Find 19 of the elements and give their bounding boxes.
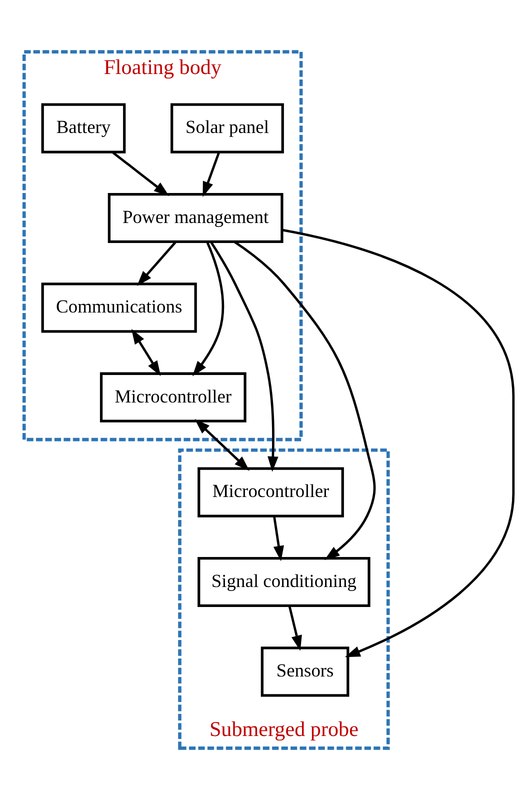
arrow: [282, 228, 515, 658]
arrow: [273, 516, 284, 562]
arrow: [192, 242, 224, 376]
arrow: [112, 152, 170, 196]
node-box: Sensors: [260, 646, 350, 697]
arrow: [234, 240, 376, 560]
node-box: Microcontroller: [100, 372, 246, 422]
arrow: [288, 606, 302, 651]
node-box: Battery: [41, 103, 126, 154]
node-box: Communications: [41, 282, 197, 333]
arrow: [136, 241, 176, 286]
arrow: [131, 328, 161, 376]
node-box: Power management: [108, 192, 284, 244]
arrow: [202, 152, 220, 198]
arrow: [210, 241, 278, 472]
node-box: Microcontroller: [198, 467, 344, 518]
node-box: Solar panel: [170, 103, 284, 154]
node-box: Signal conditioning: [198, 556, 370, 608]
arrow: [194, 419, 250, 471]
